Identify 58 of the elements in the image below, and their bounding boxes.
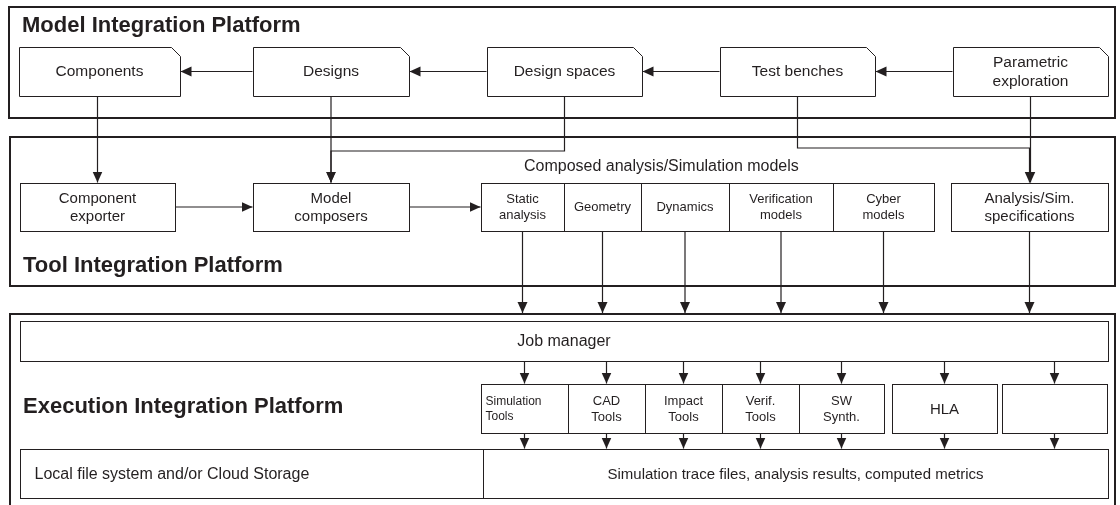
process-box: Job manager [19,320,1109,362]
process-box: Impact Tools [644,383,723,434]
arrow [755,432,766,450]
document-box: Components [18,46,181,97]
process-box: Verification models [728,182,834,232]
arrow [755,360,766,385]
arrow [326,95,566,184]
platform-panel [9,136,1116,287]
arrow [601,432,612,450]
process-box: Geometry [563,182,642,232]
process-box: Model composers [252,182,410,232]
process-box: Analysis/Sim. specifications [950,182,1109,232]
arrow [1024,230,1035,314]
document-box: Design spaces [486,46,643,97]
platform-panel [8,6,1116,119]
group-heading: Composed analysis/Simulation models [524,157,799,175]
document-box: Parametric exploration [952,46,1109,97]
arrow [517,230,528,314]
arrow [174,202,254,212]
arrow [776,230,786,314]
process-box: Simulation trace files, analysis results, computed metrics [482,448,1109,499]
process-box: HLA [891,383,998,434]
arrow [408,66,488,77]
platform-panel [9,313,1116,505]
arrow [1049,360,1060,385]
document-box: Test benches [719,46,876,97]
panel-title: Tool Integration Platform [23,252,283,278]
arrow [179,66,254,77]
arrow [601,360,612,385]
document-box: Designs [252,46,410,97]
arrow [680,230,690,314]
arrow [519,360,530,385]
process-box [1001,383,1108,434]
panel-title: Execution Integration Platform [23,393,344,419]
process-box: Verif. Tools [721,383,800,434]
arrow [878,230,889,314]
arrow [408,202,482,212]
process-box: Static analysis [480,182,565,232]
arrow [874,66,954,77]
arrow [92,95,103,184]
process-box: Simulation Tools [480,383,569,434]
process-box: CAD Tools [567,383,646,434]
arrow [939,432,950,450]
arrow [678,360,689,385]
process-box: Cyber models [832,182,935,232]
arrow [678,432,689,450]
arrow [597,230,608,314]
process-box: Component exporter [19,182,176,232]
process-box: Local file system and/or Cloud Storage [19,448,484,499]
arrow [939,360,950,385]
arrow [641,66,721,77]
arrow [836,360,847,385]
arrow [836,432,847,450]
process-box: SW Synth. [798,383,885,434]
panel-title: Model Integration Platform [22,12,301,38]
process-box: Dynamics [640,182,730,232]
arrow [1049,432,1060,450]
arrow [519,432,530,450]
